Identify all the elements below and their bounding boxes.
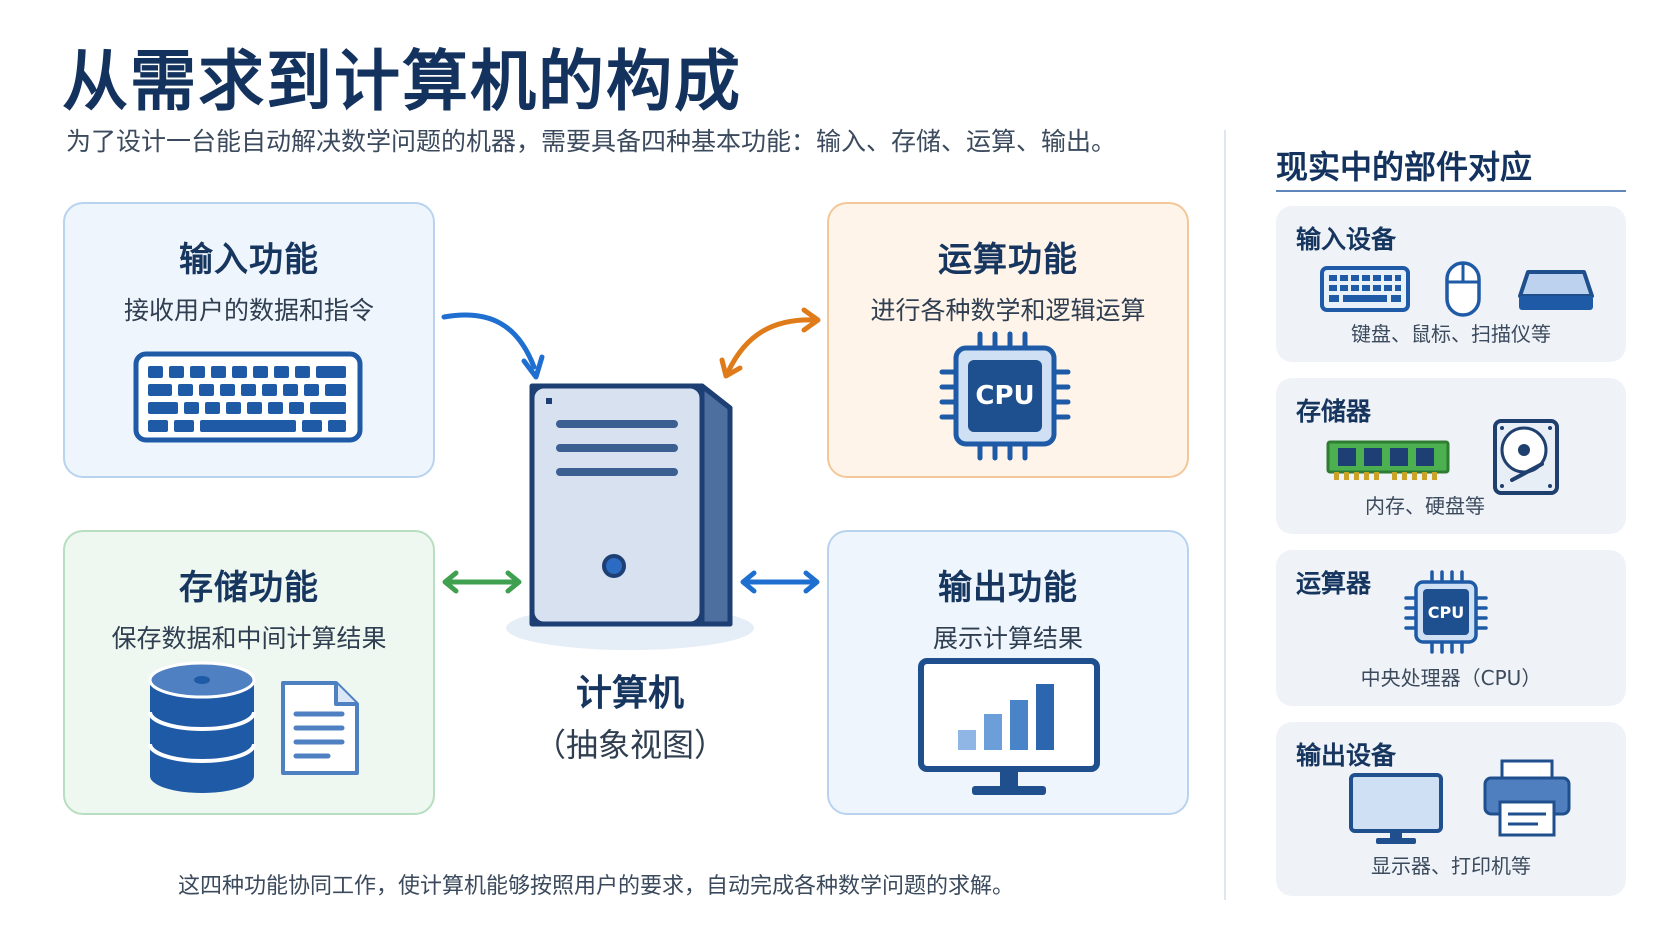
- output-function-desc: 展示计算结果: [932, 624, 1083, 653]
- compute-function-title: 运算功能: [938, 240, 1078, 280]
- database-icon: [148, 661, 256, 793]
- compute-function-desc: 进行各种数学和逻辑运算: [870, 296, 1146, 325]
- storage-function-title: 存储功能: [179, 568, 319, 608]
- memory-title: 存储器: [1296, 397, 1372, 426]
- processor-title: 运算器: [1296, 569, 1372, 598]
- mouse-icon: [1445, 261, 1481, 317]
- scanner-icon: [1518, 270, 1594, 310]
- input-function-desc: 接收用户的数据和指令: [123, 296, 374, 325]
- computer-label: 计算机 （抽象视图）: [520, 664, 740, 766]
- processor-chip-label: CPU: [1428, 603, 1464, 622]
- storage-function-desc: 保存数据和中间计算结果: [111, 624, 387, 653]
- output-devices-title: 输出设备: [1296, 741, 1397, 770]
- processor-desc: 中央处理器（CPU）: [1360, 666, 1542, 690]
- output-function-title: 输出功能: [938, 568, 1078, 608]
- cpu-chip-icon: CPU: [1404, 570, 1488, 654]
- output-devices-desc: 显示器、打印机等: [1371, 854, 1531, 878]
- page-subtitle: 为了设计一台能自动解决数学问题的机器，需要具备四种基本功能：输入、存储、运算、输…: [66, 127, 1117, 156]
- section-divider: [1224, 130, 1226, 900]
- keyboard-icon: [1320, 266, 1410, 312]
- compute-arrow: [719, 307, 821, 379]
- keyboard-icon: [133, 351, 363, 443]
- cpu-chip-icon: CPU: [939, 331, 1071, 461]
- sidebar-title: 现实中的部件对应: [1276, 148, 1533, 186]
- sidebar-title-underline: [1276, 190, 1626, 192]
- footer-note: 这四种功能协同工作，使计算机能够按照用户的要求，自动完成各种数学问题的求解。: [178, 874, 1015, 899]
- output-arrow: [740, 570, 820, 594]
- page-title: 从需求到计算机的构成: [62, 43, 742, 120]
- computer-name: 计算机: [575, 673, 684, 714]
- ram-stick-icon: [1326, 440, 1450, 480]
- output-devices-card: 输出设备 显示器、打印机等: [1276, 722, 1626, 896]
- monitor-icon: [1349, 773, 1443, 844]
- input-devices-title: 输入设备: [1296, 225, 1397, 254]
- input-function-title: 输入功能: [179, 240, 319, 280]
- cpu-chip-label: CPU: [975, 381, 1034, 411]
- memory-card: 存储器 内存、硬盘等: [1276, 378, 1626, 534]
- printer-icon: [1483, 759, 1571, 837]
- monitor-chart-icon: [918, 658, 1100, 795]
- memory-desc: 内存、硬盘等: [1365, 494, 1485, 518]
- input-devices-desc: 键盘、鼠标、扫描仪等: [1351, 322, 1551, 346]
- computer-tower-icon: [506, 383, 754, 650]
- input-devices-card: 输入设备 键盘、鼠标、扫描仪等: [1276, 206, 1626, 362]
- processor-card: 运算器 CPU 中央处理器（CPU）: [1276, 550, 1626, 706]
- document-icon: [281, 681, 359, 775]
- computer-subtitle: （抽象视图）: [533, 726, 726, 764]
- input-arrow: [441, 312, 545, 380]
- hard-disk-icon: [1493, 419, 1559, 495]
- storage-arrow: [442, 570, 522, 594]
